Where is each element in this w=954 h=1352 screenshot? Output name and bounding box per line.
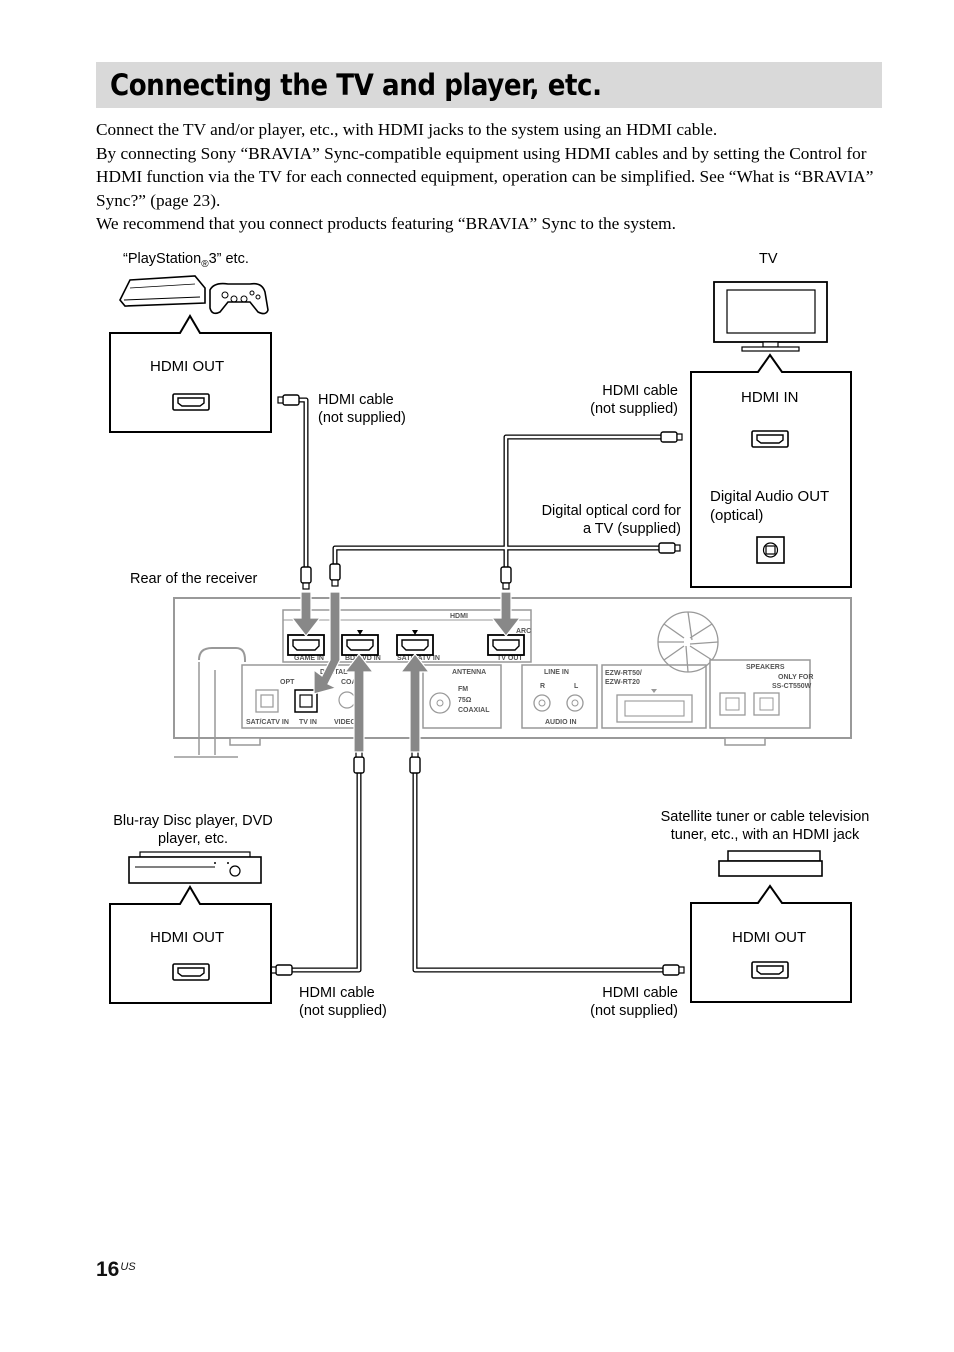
satellite-label-1: Satellite tuner or cable television [660, 809, 870, 825]
rx-opt-label: OPT [280, 679, 295, 686]
tv-cable-label-2: (not supplied) [590, 401, 678, 417]
hdmi-in-port-icon [751, 430, 789, 448]
bluray-hdmi-out-port-icon [172, 963, 210, 981]
plug-bd-in [353, 750, 365, 774]
page-number: 16US [96, 1258, 136, 1282]
rx-r-label: R [540, 683, 545, 690]
bluray-label-1: Blu-ray Disc player, DVD [113, 813, 273, 829]
hdmi-out-port-icon [172, 393, 210, 411]
bluray-label: Blu-ray Disc player, DVD player, etc. [96, 812, 290, 848]
ps3-label-tail: 3” etc. [208, 251, 249, 267]
sat-hdmi-out-label: HDMI OUT [732, 929, 807, 946]
ps3-cable-label-2: (not supplied) [318, 410, 406, 426]
intro-text: Connect the TV and/or player, etc., with… [96, 118, 896, 236]
rx-bd-in-port [341, 634, 379, 656]
optical-cord-label-1: Digital optical cord for [541, 503, 681, 519]
rx-sat-catv-in-label: SAT/CATV IN [246, 719, 289, 726]
ps3-cable-label: HDMI cable (not supplied) [318, 391, 406, 427]
rx-audio-in-label: AUDIO IN [545, 719, 577, 726]
ps3-console-icon [119, 275, 206, 307]
tv-hdmi-in-label: HDMI IN [741, 389, 799, 406]
optical-cord-label: Digital optical cord for a TV (supplied) [505, 502, 681, 538]
satellite-label-2: tuner, etc., with an HDMI jack [670, 827, 860, 843]
bluray-cable-label-2: (not supplied) [299, 1003, 387, 1019]
rx-speakers-label: SPEAKERS [746, 664, 785, 671]
bluray-cable-label: HDMI cable (not supplied) [299, 984, 387, 1020]
tv-icon [713, 281, 828, 352]
sat-hdmi-out-port-icon [751, 961, 789, 979]
sat-cable-label-2: (not supplied) [590, 1003, 678, 1019]
rx-coaxial-label: COAXIAL [458, 707, 490, 714]
rx-ezw-label-1: EZW-RT50/ [605, 670, 642, 677]
rx-hdmi-label: HDMI [450, 613, 468, 620]
plug-opt-in [329, 563, 341, 587]
sat-cable-label-1: HDMI cable [602, 985, 678, 1001]
rx-video-in-label: VIDEO IN [334, 719, 365, 726]
bluray-player-icon [128, 851, 262, 884]
tv-label: TV [759, 251, 778, 267]
ps3-controller-icon [209, 282, 269, 315]
plug-tv-out [500, 566, 512, 590]
intro-paragraph-3: We recommend that you connect products f… [96, 214, 676, 234]
plug-sat-end [662, 964, 685, 976]
rx-game-in-port [287, 634, 325, 656]
optical-port-icon [756, 536, 785, 564]
rx-tv-in-label: TV IN [299, 719, 317, 726]
satellite-label: Satellite tuner or cable television tune… [645, 808, 885, 844]
rx-antenna-label: ANTENNA [452, 669, 486, 676]
ps3-label: “PlayStation®3” etc. [123, 250, 249, 274]
rx-model-label: SS-CT550W [772, 683, 812, 690]
tv-cable-label: HDMI cable (not supplied) [560, 382, 678, 418]
ps3-label-registered: ® [201, 258, 209, 270]
ps3-cable-label-1: HDMI cable [318, 392, 394, 408]
rx-sat-in-port [396, 634, 434, 656]
rx-arc-label: ARC [516, 628, 531, 635]
rx-ohm-label: 75Ω [458, 697, 472, 704]
plug-tv-end [660, 431, 683, 443]
rear-receiver-label: Rear of the receiver [130, 571, 258, 587]
satellite-tuner-icon [718, 850, 823, 877]
intro-paragraph-1: Connect the TV and/or player, etc., with… [96, 120, 718, 139]
page-number-suffix: US [120, 1261, 136, 1273]
bluray-hdmi-out-label: HDMI OUT [150, 929, 225, 946]
page-number-value: 16 [96, 1258, 120, 1281]
optical-cord-label-2: a TV (supplied) [582, 521, 681, 537]
plug-game-in [300, 566, 312, 590]
rx-only-for-label: ONLY FOR [778, 674, 813, 681]
rx-ezw-label-2: EZW-RT20 [605, 679, 640, 686]
rx-game-in-label: GAME IN [294, 655, 324, 662]
tv-cable-label-1: HDMI cable [602, 383, 678, 399]
sat-cable-label: HDMI cable (not supplied) [560, 984, 678, 1020]
bluray-label-2: player, etc. [157, 831, 229, 847]
plug-bluray-end [270, 964, 293, 976]
cables [280, 397, 669, 973]
heading-bar [96, 62, 882, 108]
tv-digital-audio-out-label: Digital Audio OUT [710, 488, 830, 505]
rx-l-label: L [574, 683, 579, 690]
plug-optical-end [658, 542, 681, 554]
rx-fm-label: FM [458, 686, 468, 693]
connection-arrows [290, 591, 522, 753]
bluray-cable-label-1: HDMI cable [299, 985, 375, 1001]
rx-fan-icon [657, 611, 719, 673]
intro-paragraph-2: By connecting Sony “BRAVIA” Sync-compati… [96, 143, 874, 210]
page-title: Connecting the TV and player, etc. [110, 68, 602, 102]
rx-tv-out-label: TV OUT [497, 655, 523, 662]
ps3-hdmi-out-label: HDMI OUT [150, 358, 225, 375]
rx-line-in-label: LINE IN [544, 669, 569, 676]
plug-sat-in [409, 750, 421, 774]
rx-tv-out-port [487, 634, 525, 656]
rx-coax-label: COAX [341, 679, 362, 686]
ps3-label-main: “PlayStation [123, 251, 202, 267]
plug-ps3-end [277, 394, 300, 406]
tv-optical-label: (optical) [710, 507, 764, 524]
